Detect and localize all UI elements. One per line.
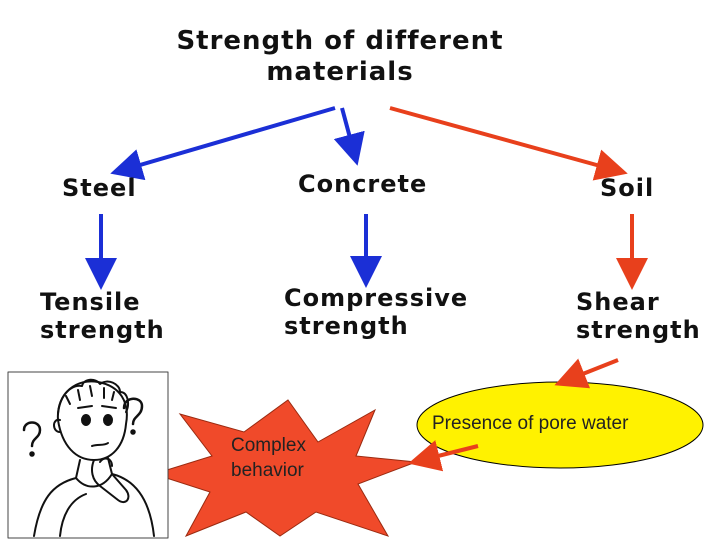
- arrow-pore-water-to-complex: [408, 440, 479, 472]
- property-compressive-text: Compressive strength: [284, 284, 469, 341]
- confused-person-icon: [7, 371, 169, 539]
- material-concrete: Concrete: [298, 170, 428, 198]
- property-shear-text: Shear strength: [576, 288, 701, 345]
- question-mark-icon: [22, 397, 144, 457]
- arrow-shear-to-pore-water: [554, 358, 619, 389]
- arrow-title-to-soil: [389, 106, 628, 181]
- property-tensile-strength: Tensile strength: [40, 288, 180, 345]
- complex-behavior-label: Complex behavior: [231, 434, 331, 483]
- complex-behavior-starburst: [152, 399, 417, 537]
- pore-water-label: Presence of pore water: [432, 413, 629, 434]
- arrow-title-to-concrete: [333, 107, 365, 166]
- complex-behavior-text: Complex behavior: [231, 435, 306, 481]
- property-tensile-text: Tensile strength: [40, 288, 165, 345]
- arrow-title-to-steel: [110, 106, 336, 181]
- material-steel: Steel: [62, 174, 137, 202]
- diagram-title: Strength of different materials: [0, 26, 680, 87]
- property-compressive-strength: Compressive strength: [284, 284, 484, 341]
- property-shear-strength: Shear strength: [576, 288, 716, 345]
- material-soil: Soil: [600, 174, 655, 202]
- title-text: Strength of different materials: [176, 26, 504, 87]
